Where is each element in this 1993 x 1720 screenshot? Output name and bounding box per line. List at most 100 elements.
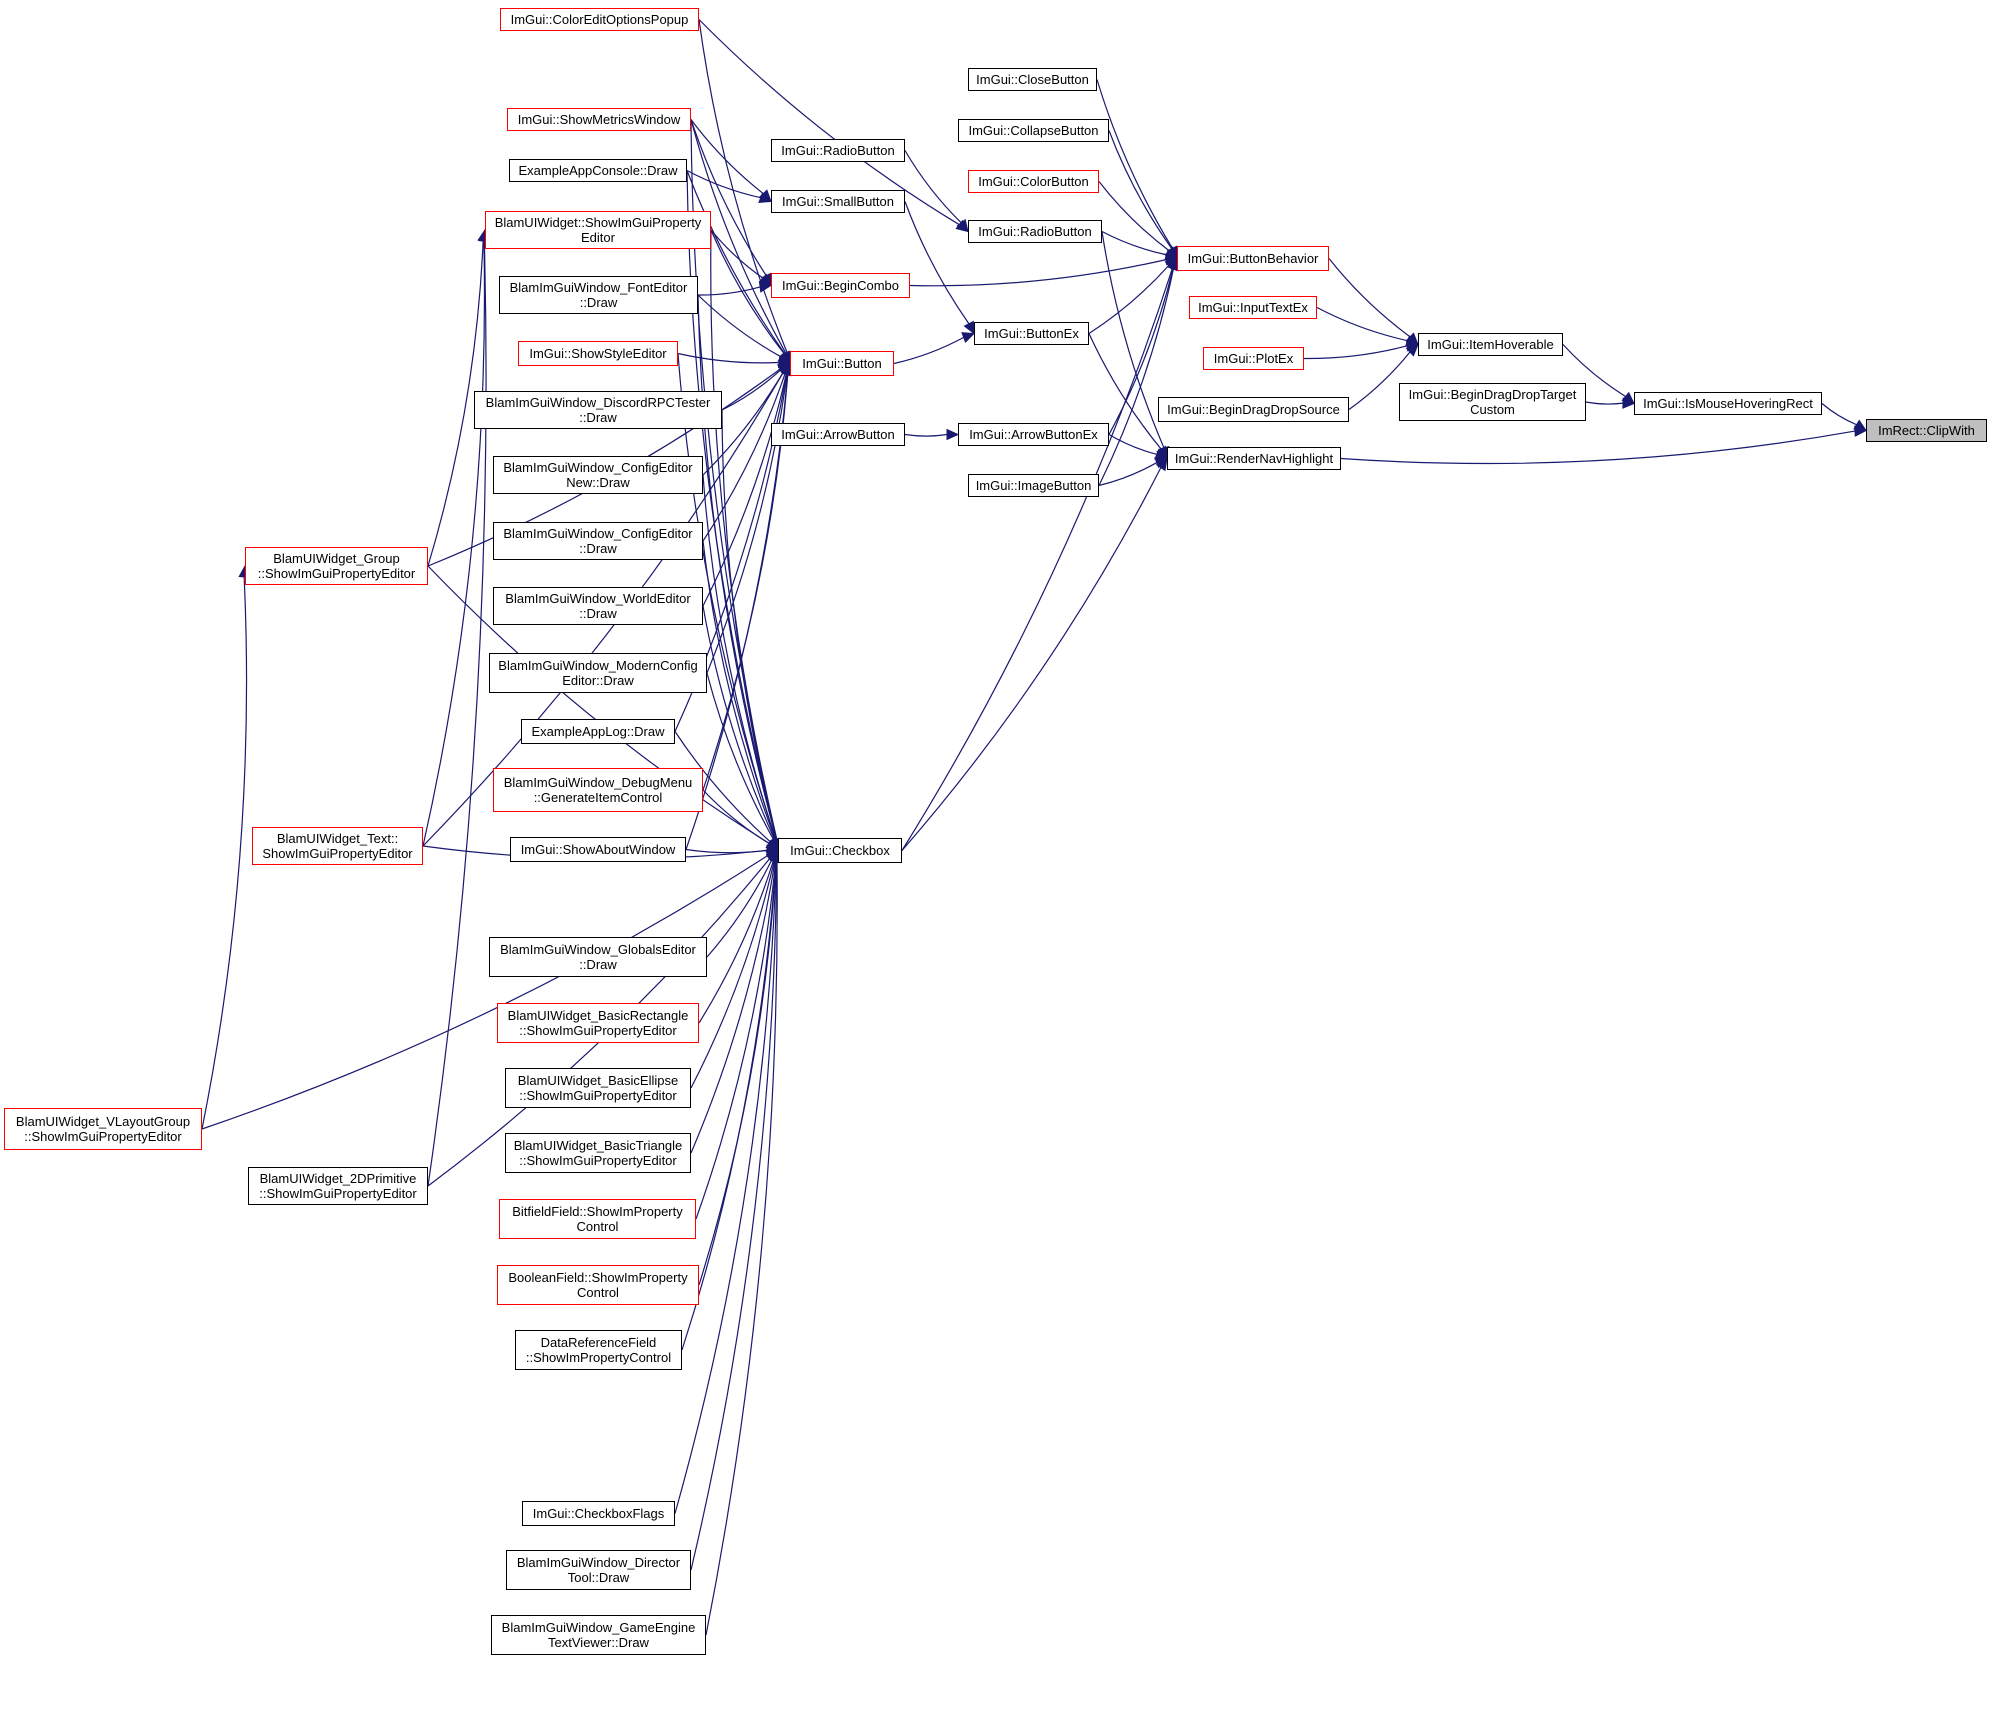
graph-node[interactable]: BlamImGuiWindow_FontEditor ::Draw	[499, 276, 698, 314]
graph-node[interactable]: ImGui::ButtonEx	[974, 322, 1089, 345]
graph-node[interactable]: BlamImGuiWindow_ModernConfig Editor::Dra…	[489, 653, 707, 693]
graph-node[interactable]: ExampleAppLog::Draw	[521, 719, 675, 744]
graph-node[interactable]: DataReferenceField ::ShowImPropertyContr…	[515, 1330, 682, 1370]
graph-node[interactable]: ImGui::InputTextEx	[1189, 296, 1317, 319]
edge-arrowhead	[758, 192, 773, 203]
graph-node[interactable]: ImGui::RadioButton	[968, 220, 1102, 243]
edge-line	[702, 474, 777, 840]
graph-node-label: BlamImGuiWindow_GameEngine TextViewer::D…	[501, 1620, 696, 1650]
edge-line	[706, 859, 773, 958]
graph-node[interactable]: BlamImGuiWindow_ConfigEditor New::Draw	[493, 456, 703, 494]
graph-node[interactable]: ImGui::ButtonBehavior	[1177, 246, 1329, 271]
edge-arrowhead	[961, 332, 976, 343]
edge-line	[1316, 306, 1408, 342]
graph-node[interactable]: ImGui::SmallButton	[771, 190, 905, 213]
graph-node[interactable]: BlamImGuiWindow_DebugMenu ::GenerateItem…	[493, 768, 703, 812]
graph-node[interactable]: BlamImGuiWindow_GameEngine TextViewer::D…	[491, 1615, 706, 1655]
graph-node-label: ImGui::ColorEditOptionsPopup	[510, 12, 689, 27]
edge-line	[901, 268, 1173, 851]
edge-line	[710, 229, 778, 840]
edge-line	[674, 731, 772, 843]
graph-node[interactable]: ImGui::ItemHoverable	[1418, 333, 1563, 356]
edge-line	[698, 19, 960, 226]
graph-node[interactable]: ImRect::ClipWith	[1866, 419, 1987, 442]
edge-arrowhead	[1405, 343, 1419, 357]
graph-node[interactable]: BlamUIWidget_BasicEllipse ::ShowImGuiPro…	[505, 1068, 691, 1108]
graph-node[interactable]: ImGui::Button	[790, 351, 894, 376]
graph-node[interactable]: BlamUIWidget_2DPrimitive ::ShowImGuiProp…	[248, 1167, 428, 1205]
graph-node-label: ImGui::ButtonEx	[984, 326, 1079, 341]
edge-line	[1098, 268, 1175, 486]
graph-node[interactable]: ExampleAppConsole::Draw	[509, 159, 687, 182]
graph-node-label: BlamImGuiWindow_ModernConfig Editor::Dra…	[498, 658, 698, 688]
edge-line	[698, 860, 774, 1024]
graph-node[interactable]: BlamImGuiWindow_ConfigEditor ::Draw	[493, 522, 703, 560]
graph-node[interactable]: ImGui::BeginCombo	[771, 273, 910, 298]
edge-arrowhead	[1166, 257, 1178, 272]
edge-line	[677, 352, 780, 364]
edge-line	[710, 229, 785, 355]
graph-node[interactable]: ImGui::IsMouseHoveringRect	[1634, 392, 1822, 415]
graph-node[interactable]: ImGui::CheckboxFlags	[522, 1501, 675, 1526]
graph-node-label: ImGui::ColorButton	[978, 174, 1089, 189]
graph-node[interactable]: ImGui::BeginDragDropTarget Custom	[1399, 383, 1586, 421]
graph-node-label: ImGui::IsMouseHoveringRect	[1643, 396, 1813, 411]
edge-line	[1096, 79, 1174, 249]
graph-node-label: ExampleAppLog::Draw	[531, 724, 665, 739]
graph-node[interactable]: ImGui::PlotEx	[1203, 347, 1304, 370]
graph-node[interactable]: ImGui::BeginDragDropSource	[1158, 397, 1349, 422]
graph-node-label: ImGui::Checkbox	[790, 843, 890, 858]
graph-node[interactable]: BlamImGuiWindow_GlobalsEditor ::Draw	[489, 937, 707, 977]
edge-line	[904, 433, 948, 437]
edge-line	[1101, 230, 1167, 256]
graph-node[interactable]: ImGui::ArrowButtonEx	[958, 423, 1109, 446]
edge-line	[690, 861, 778, 1571]
edge-line	[695, 861, 777, 1220]
edge-line	[893, 336, 964, 365]
graph-node[interactable]: ImGui::ColorButton	[968, 170, 1099, 193]
graph-node-label: BlamUIWidget_VLayoutGroup ::ShowImGuiPro…	[15, 1114, 191, 1144]
edge-arrowhead	[778, 362, 791, 377]
graph-node[interactable]: ImGui::ShowStyleEditor	[518, 341, 678, 366]
graph-node[interactable]: BlamImGuiWindow_Director Tool::Draw	[506, 1550, 691, 1590]
graph-node[interactable]: ImGui::CloseButton	[968, 68, 1097, 91]
graph-node[interactable]: BitfieldField::ShowImProperty Control	[499, 1199, 696, 1239]
graph-node[interactable]: BlamImGuiWindow_DiscordRPCTester ::Draw	[474, 391, 722, 429]
graph-node[interactable]: BlamUIWidget_Group ::ShowImGuiPropertyEd…	[245, 547, 428, 585]
graph-node[interactable]: ImGui::RadioButton	[771, 139, 905, 162]
graph-node[interactable]: ImGui::ShowAboutWindow	[510, 837, 686, 862]
edge-line	[1348, 351, 1411, 410]
edge-line	[427, 565, 770, 845]
graph-node[interactable]: BooleanField::ShowImProperty Control	[497, 1265, 699, 1305]
graph-node[interactable]: BlamImGuiWindow_WorldEditor ::Draw	[493, 587, 703, 625]
graph-node[interactable]: BlamUIWidget_BasicRectangle ::ShowImGuiP…	[497, 1003, 699, 1043]
edge-line	[1108, 130, 1173, 250]
graph-node-label: ImGui::BeginCombo	[781, 278, 900, 293]
edge-line	[904, 201, 970, 325]
graph-node-label: ImGui::ImageButton	[975, 478, 1092, 493]
graph-node[interactable]: ImGui::ShowMetricsWindow	[507, 108, 691, 131]
graph-node[interactable]: BlamUIWidget_VLayoutGroup ::ShowImGuiPro…	[4, 1108, 202, 1150]
graph-node[interactable]: BlamUIWidget_Text:: ShowImGuiPropertyEdi…	[252, 827, 423, 865]
graph-node[interactable]: ImGui::ArrowButton	[771, 423, 905, 446]
graph-node[interactable]: ImGui::CollapseButton	[958, 119, 1109, 142]
graph-node[interactable]: BlamUIWidget_BasicTriangle ::ShowImGuiPr…	[505, 1133, 691, 1173]
graph-node-label: BlamImGuiWindow_ConfigEditor New::Draw	[503, 460, 693, 490]
graph-node-label: BlamUIWidget_BasicEllipse ::ShowImGuiPro…	[517, 1073, 679, 1103]
edge-line	[201, 854, 769, 1130]
edge-line	[690, 119, 767, 276]
edge-line	[705, 861, 778, 1636]
graph-node-label: ImGui::ButtonBehavior	[1187, 251, 1319, 266]
graph-node[interactable]: ImGui::ColorEditOptionsPopup	[500, 8, 699, 31]
edge-line	[686, 170, 786, 355]
graph-node-label: BlamUIWidget_BasicRectangle ::ShowImGuiP…	[507, 1008, 689, 1038]
edge-line	[690, 860, 776, 1154]
edge-line	[702, 373, 787, 607]
graph-node[interactable]: ImGui::ImageButton	[968, 474, 1099, 497]
graph-node-label: BlamUIWidget_Group ::ShowImGuiPropertyEd…	[257, 551, 416, 581]
graph-node-label: ImRect::ClipWith	[1878, 423, 1975, 438]
graph-node[interactable]: ImGui::Checkbox	[778, 838, 902, 863]
graph-node-label: BlamImGuiWindow_ConfigEditor ::Draw	[503, 526, 693, 556]
graph-node[interactable]: ImGui::RenderNavHighlight	[1167, 447, 1341, 470]
graph-node[interactable]: BlamUIWidget::ShowImGuiProperty Editor	[485, 211, 711, 249]
